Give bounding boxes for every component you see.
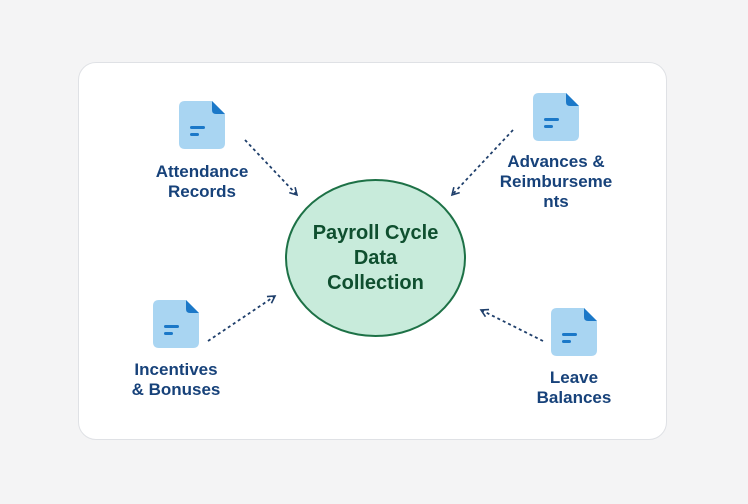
document-icon [153, 300, 199, 348]
document-icon [533, 93, 579, 141]
arrow-leave-to-center [479, 308, 544, 342]
document-icon [551, 308, 597, 356]
node-label-leave: Leave Balances [536, 368, 612, 407]
node-label-attendance: Attendance Records [155, 162, 249, 201]
node-label-incentives: Incentives & Bonuses [131, 360, 221, 399]
arrow-attendance-to-center [244, 139, 299, 197]
central-node-label: Payroll Cycle Data Collection [312, 221, 439, 294]
central-node: Payroll Cycle Data Collection [285, 179, 466, 337]
document-icon [179, 101, 225, 149]
arrow-advances-to-center [450, 129, 514, 197]
node-label-advances: Advances & Reimburseme nts [499, 152, 613, 211]
arrow-incentives-to-center [207, 295, 277, 342]
